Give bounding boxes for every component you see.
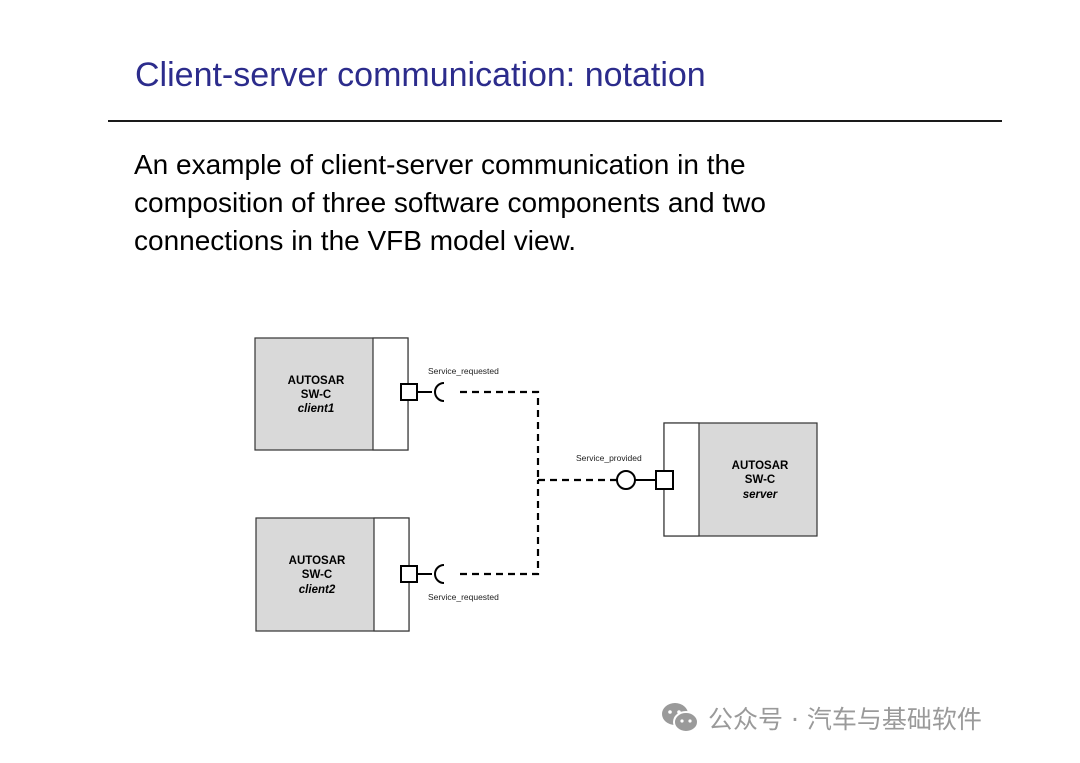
client2-port-label: Service_requested [428,592,499,602]
connector-client1-server [460,390,540,480]
component-client1: AUTOSAR SW-C client1 [254,337,409,451]
server-port-square [655,470,674,490]
server-name: server [743,489,778,501]
slide-body: An example of client-server communicatio… [134,146,894,260]
client1-required-port: Service_requested [400,366,499,402]
server-label-1: AUTOSAR [732,460,789,472]
wechat-icon [662,703,699,733]
client2-required-port: Service_requested [400,564,499,602]
body-line-2: composition of three software components… [134,187,766,218]
client1-label-1: AUTOSAR [288,375,345,387]
server-port-label: Service_provided [576,453,642,463]
client1-socket-icon [434,382,445,402]
title-divider [108,120,1002,122]
server-label-2: SW-C [745,474,775,486]
client1-name: client1 [298,403,334,415]
client2-port-square [400,565,418,583]
server-provided-port: Service_provided [576,453,674,490]
client2-socket-icon [434,564,445,584]
client2-label-2: SW-C [302,569,332,581]
connectors [460,390,617,576]
slide-title: Client-server communication: notation [135,56,706,94]
client1-label-2: SW-C [301,389,331,401]
body-line-1: An example of client-server communicatio… [134,149,746,180]
client2-name: client2 [299,584,336,596]
watermark-text: 公众号 · 汽车与基础软件 [708,705,982,734]
component-server: AUTOSAR SW-C server [663,422,818,537]
watermark: 公众号 · 汽车与基础软件 [660,700,982,736]
client1-port-label: Service_requested [428,366,499,376]
body-line-3: connections in the VFB model view. [134,225,577,256]
server-ball-icon [616,470,636,490]
component-client2: AUTOSAR SW-C client2 [255,517,410,632]
client1-port-square [400,383,418,401]
client2-label-1: AUTOSAR [289,555,346,567]
connector-client2-server [460,480,540,576]
